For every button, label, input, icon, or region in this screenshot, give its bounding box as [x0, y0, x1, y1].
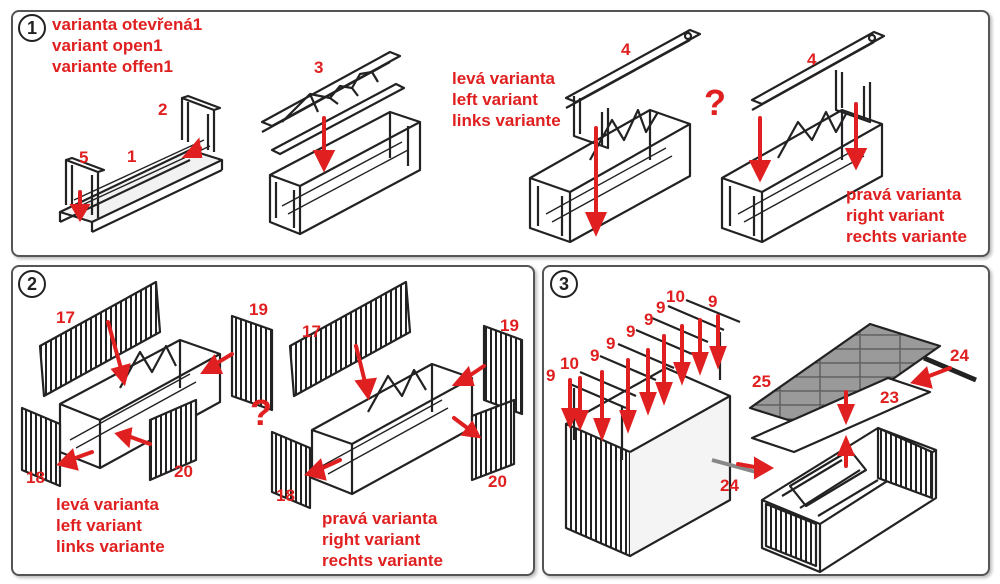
door-panel-part-20-right [470, 398, 516, 482]
left-variant-caption-2: levá varianta left variant links variant… [56, 494, 165, 557]
step-number-3: 3 [550, 270, 578, 298]
part-label-19-left: 19 [249, 300, 268, 319]
open-box-1 [268, 110, 422, 236]
side-panel-part-19-right [482, 324, 524, 416]
part-label-4-right: 4 [807, 50, 817, 69]
part-label-4-left: 4 [621, 40, 631, 59]
pergola-assembly [564, 298, 741, 558]
left-variant-caption-2-cs: levá varianta [56, 495, 160, 514]
left-variant-caption-1-cs: levá varianta [452, 69, 556, 88]
step-number-2: 2 [18, 270, 46, 298]
part-label-9-g: 9 [708, 292, 718, 311]
right-variant-caption-1-en: right variant [846, 206, 945, 225]
right-variant-caption-2: pravá varianta right variant rechts vari… [322, 508, 443, 571]
right-variant-caption-1: pravá varianta right variant rechts vari… [846, 184, 967, 247]
right-variant-assembly [720, 108, 884, 244]
side-panel-part-19-left [230, 314, 274, 412]
part-label-24-right: 24 [950, 346, 969, 365]
part-label-18-right: 18 [276, 486, 295, 505]
part-label-20-right: 20 [488, 472, 507, 491]
part-label-24-left: 24 [720, 476, 739, 495]
part-label-5: 5 [79, 148, 89, 167]
frame-right-variant [310, 362, 474, 496]
part-label-17-left: 17 [56, 308, 75, 327]
panel-step-1 [11, 10, 990, 257]
part-label-9-a: 9 [546, 366, 556, 385]
part-label-23: 23 [880, 388, 899, 407]
truss-part-3 [260, 50, 406, 156]
rod-part-24-left [711, 458, 757, 474]
part-label-9-e: 9 [644, 310, 654, 329]
left-variant-caption-2-de: links variante [56, 537, 165, 556]
open-variant-title-de: variante offen1 [52, 57, 173, 76]
frame-left-variant [58, 338, 222, 470]
right-variant-caption-2-cs: pravá varianta [322, 509, 438, 528]
question-mark-2: ? [250, 392, 272, 433]
part-label-3: 3 [314, 58, 324, 77]
left-variant-caption-1-en: left variant [452, 90, 538, 109]
base-box-assembly [760, 426, 938, 574]
end-frame-part-2 [180, 94, 222, 152]
part-label-2: 2 [158, 100, 168, 119]
left-variant-caption-1-de: links variante [452, 111, 561, 130]
part-label-1: 1 [127, 147, 137, 166]
left-variant-caption-2-en: left variant [56, 516, 142, 535]
end-panel-part-18-left [20, 406, 62, 488]
part-label-9-f: 9 [656, 298, 666, 317]
door-panel-part-20-left [148, 398, 198, 482]
left-variant-caption-1: levá varianta left variant links variant… [452, 68, 561, 131]
right-variant-caption-2-en: right variant [322, 530, 421, 549]
right-variant-caption-2-de: rechts variante [322, 551, 443, 570]
part-label-25: 25 [752, 372, 771, 391]
right-variant-caption-1-cs: pravá varianta [846, 185, 962, 204]
end-frame-part-5 [64, 156, 106, 218]
step-number-1: 1 [18, 14, 46, 42]
open-variant-title-cs: varianta otevřená1 [52, 15, 203, 34]
part-label-10-a: 10 [560, 354, 579, 373]
back-panel-part-17-right [288, 280, 412, 398]
right-variant-caption-1-de: rechts variante [846, 227, 967, 246]
part-label-20-left: 20 [174, 462, 193, 481]
part-label-9-b: 9 [590, 346, 600, 365]
part-label-10-b: 10 [666, 287, 685, 306]
open-variant-title-en: variant open1 [52, 36, 163, 55]
part-label-9-c: 9 [606, 334, 616, 353]
part-label-19-right: 19 [500, 316, 519, 335]
right-variant-top-part-4 [750, 30, 886, 124]
membrane-part-23 [750, 376, 932, 454]
part-label-17-right: 17 [302, 322, 321, 341]
question-mark-1: ? [704, 82, 726, 123]
open-variant-title: varianta otevřená1 variant open1 variant… [52, 14, 202, 77]
part-label-9-d: 9 [626, 322, 636, 341]
end-panel-part-18-right [270, 430, 312, 510]
left-variant-assembly [528, 108, 692, 244]
part-label-18-left: 18 [26, 468, 45, 487]
back-panel-part-17-left [38, 280, 162, 398]
